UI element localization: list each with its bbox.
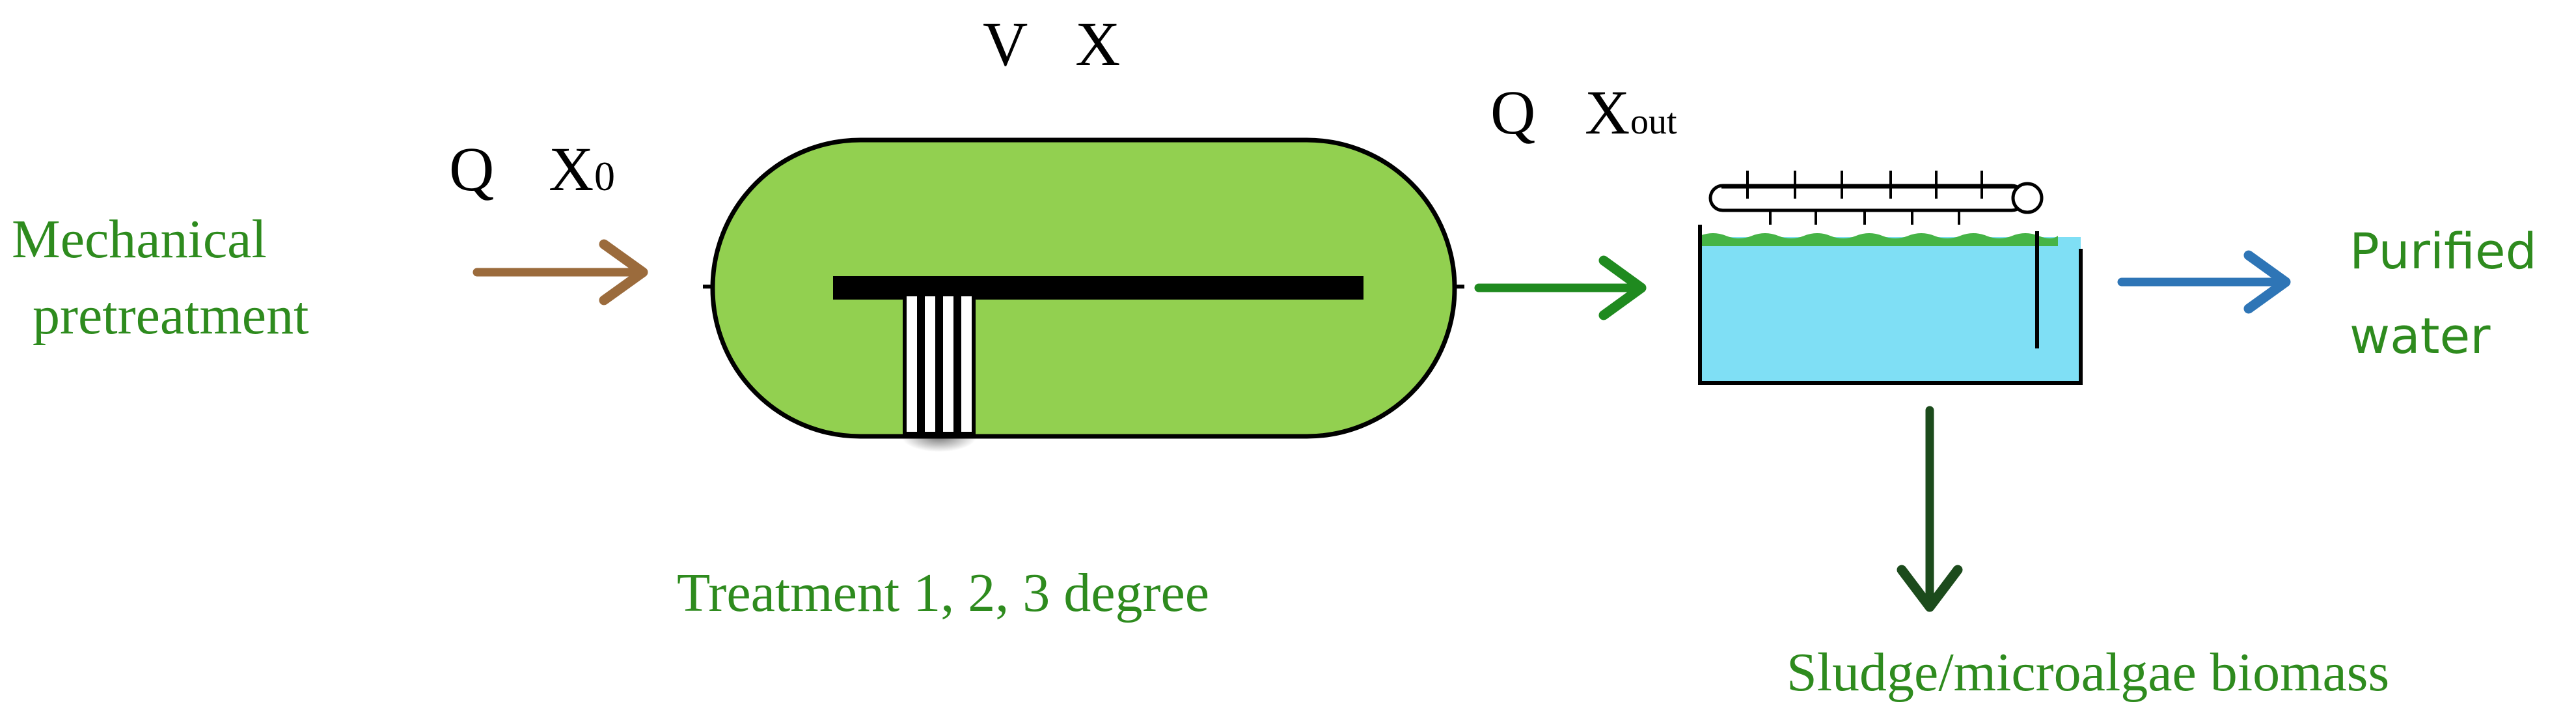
mechanical-label-line1: Mechanical (12, 209, 267, 270)
purified-label-line2: water (2350, 307, 2491, 365)
reactor-volume-label: V (983, 9, 1028, 79)
mechanical-label-line2: pretreatment (33, 285, 308, 346)
inlet-concentration-subscript: 0 (594, 153, 615, 199)
outlet-concentration-subscript: out (1630, 102, 1677, 142)
reactor-concentration-label: X (1075, 9, 1120, 79)
tank-walls (1698, 225, 2083, 385)
inlet-arrow (473, 239, 648, 305)
outlet-concentration-label: X (1585, 78, 1630, 147)
tank-water (1700, 237, 2081, 381)
skimmer (1708, 171, 2044, 225)
sludge-arrow (1897, 406, 1963, 612)
photobioreactor (703, 137, 1464, 452)
inlet-flow-label: Q (449, 134, 494, 204)
settling-tank (1698, 171, 2083, 385)
purified-water-arrow (2117, 250, 2291, 314)
sludge-label: Sludge/microalgae biomass (1787, 642, 2389, 703)
outlet-arrow (1474, 255, 1647, 320)
purified-label-line1: Purified (2350, 222, 2537, 280)
biomass-layer (1700, 233, 2058, 246)
inlet-concentration-label: X (549, 134, 594, 204)
outlet-flow-label: Q (1490, 78, 1535, 147)
reactor-riser-column (903, 292, 976, 436)
treatment-label: Treatment 1, 2, 3 degree (677, 563, 1209, 623)
